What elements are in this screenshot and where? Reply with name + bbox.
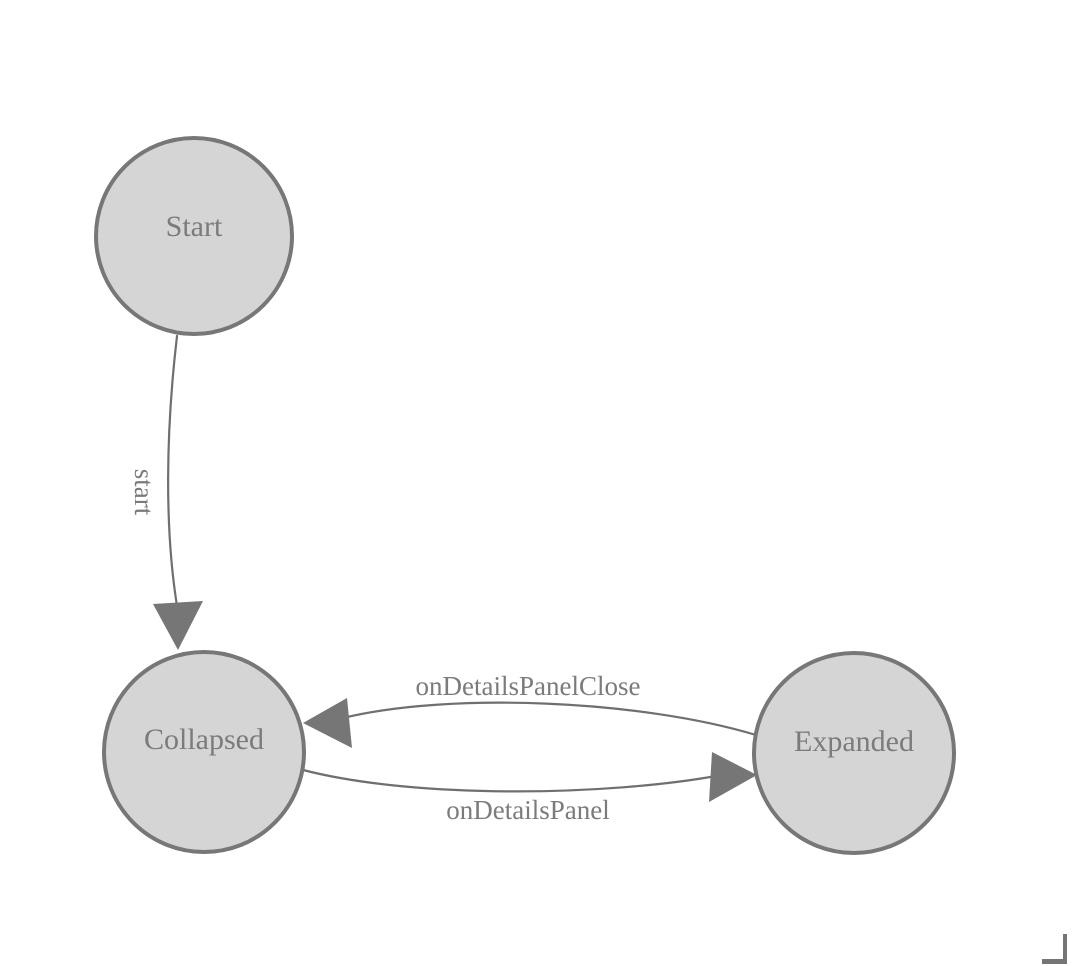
edge-path-expanded-to-collapsed xyxy=(341,701,758,737)
node-expanded-label: Expanded xyxy=(794,725,914,758)
node-start-label: Start xyxy=(166,210,223,243)
edge-label-start: start xyxy=(129,469,159,516)
node-start[interactable]: Start xyxy=(94,136,294,336)
node-collapsed-circle[interactable] xyxy=(102,650,306,854)
edge-collapsed-to-expanded[interactable] xyxy=(301,752,757,802)
corner-frame-mark xyxy=(1042,934,1067,964)
corner-mark-horizontal xyxy=(1042,959,1067,964)
edge-path-collapsed-to-expanded xyxy=(301,768,718,793)
node-expanded[interactable]: Expanded xyxy=(752,651,956,855)
corner-mark-vertical xyxy=(1063,934,1067,964)
arrowhead-right-icon xyxy=(709,752,757,802)
arrowhead-left-icon xyxy=(303,698,352,748)
edge-expanded-to-collapsed[interactable] xyxy=(303,698,758,748)
node-collapsed[interactable]: Collapsed xyxy=(102,650,306,854)
edge-label-on-details-panel: onDetailsPanel xyxy=(446,795,609,825)
node-start-circle[interactable] xyxy=(94,136,294,336)
edge-path-start-to-collapsed xyxy=(167,334,180,614)
edge-start-to-collapsed[interactable] xyxy=(153,334,203,650)
arrowhead-down-icon xyxy=(153,601,203,650)
edge-labels-layer: start onDetailsPanelClose onDetailsPanel xyxy=(129,469,641,825)
node-collapsed-label: Collapsed xyxy=(144,723,264,756)
node-expanded-circle[interactable] xyxy=(752,651,956,855)
nodes-layer: Start Collapsed Expanded xyxy=(94,136,956,855)
edges-layer xyxy=(153,334,758,802)
edge-label-on-details-panel-close: onDetailsPanelClose xyxy=(416,671,641,701)
